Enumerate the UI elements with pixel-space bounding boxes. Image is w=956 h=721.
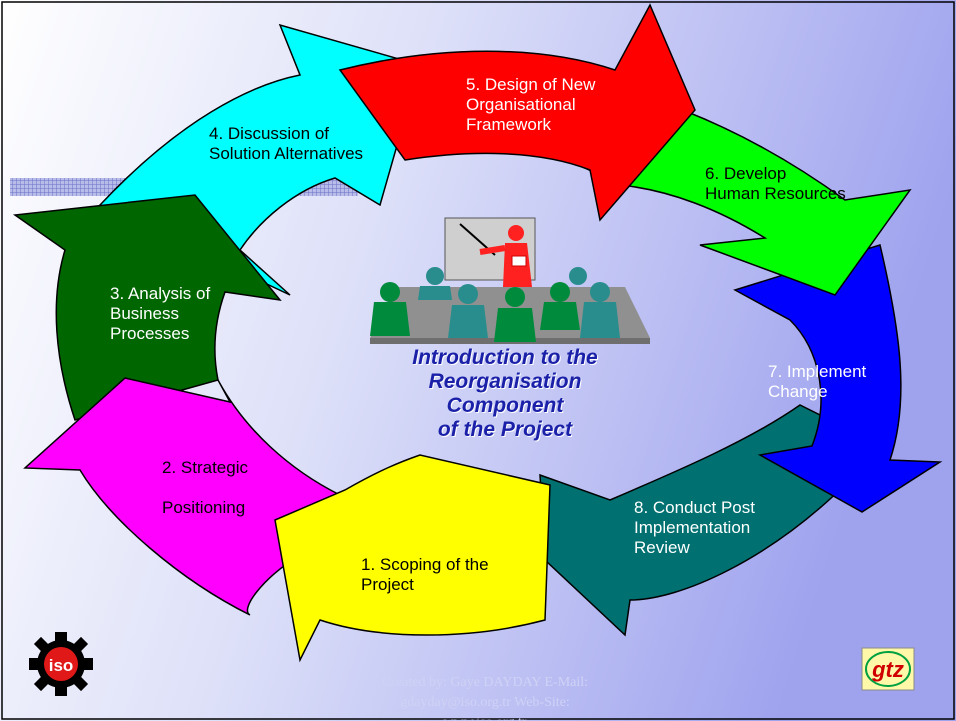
step-7-label: 7. Implement Change xyxy=(768,362,867,401)
step-5-arrow xyxy=(338,3,696,222)
step-3-label: 3. Analysis of Business Processes xyxy=(110,284,211,343)
step-6-arrow xyxy=(583,94,912,296)
step-3-arrow xyxy=(12,194,282,421)
gtz-logo-text: gtz xyxy=(871,657,904,682)
step-8-label: 8. Conduct Post Implementation Review xyxy=(634,498,755,557)
step-7-arrow xyxy=(733,244,943,513)
step-5-label: 5. Design of New Organisational Framewor… xyxy=(466,75,596,134)
presentation-clipart-icon xyxy=(370,217,650,344)
step-6-label: 6. Develop Human Resources xyxy=(705,164,846,203)
iso-logo-text: iso xyxy=(49,656,74,675)
step-4-label: 4. Discussion of Solution Alternatives xyxy=(209,124,364,163)
step-2-label: 2. Strategic Positioning xyxy=(162,458,248,517)
center-title: Introduction to the Reorganisation Compo… xyxy=(412,346,598,441)
step-2-arrow xyxy=(23,377,342,616)
gtz-logo-icon: gtz xyxy=(861,647,915,691)
step-1-arrow xyxy=(274,454,551,663)
step-1-label: 1. Scoping of the Project xyxy=(361,555,489,594)
footer-credits: Created by: Gaye DAYDAY E-Mail: gdayday@… xyxy=(381,675,589,721)
iso-gear-logo-icon: iso xyxy=(29,632,93,696)
